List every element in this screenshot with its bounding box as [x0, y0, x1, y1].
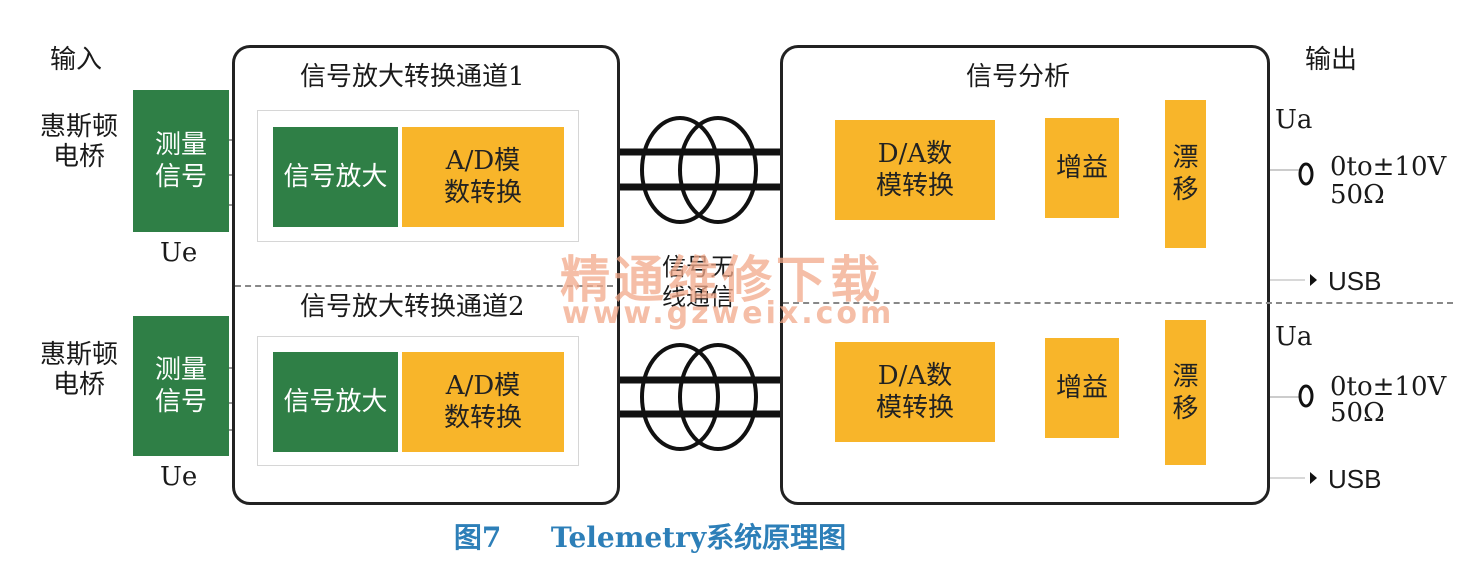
figure-title: Telemetry系统原理图 [550, 521, 847, 554]
channel-divider-left [235, 285, 613, 287]
signal-amp-box-1: 信号放大 [273, 127, 398, 227]
output-label: 输出 [1305, 45, 1358, 75]
dac-box-1: D/A数 模转换 [835, 120, 995, 220]
drift-box-1: 漂 移 [1165, 100, 1206, 248]
measure-signal-box-1: 测量 信号 [133, 90, 229, 232]
channel-2-frame [257, 336, 579, 466]
input-label: 输入 [50, 45, 103, 75]
measure-signal-box-2: 测量 信号 [133, 316, 229, 456]
channel-2-title: 信号放大转换通道2 [300, 292, 525, 322]
voltage-range-2: 0to±10V [1330, 372, 1447, 402]
figure-number: 图7 [453, 521, 502, 554]
coil-1-left [640, 116, 720, 224]
figure-caption: 图7 Telemetry系统原理图 [0, 521, 1300, 555]
coil-2-left [640, 343, 720, 451]
usb-label-2: USB [1328, 464, 1382, 494]
ua-label-2: Ua [1275, 322, 1313, 352]
bridge-label-1: 惠斯顿 电桥 [40, 112, 119, 172]
drift-box-2: 漂 移 [1165, 320, 1206, 465]
ue-label-2: Ue [160, 462, 198, 492]
wireless-label: 信号无 线通信 [662, 253, 734, 311]
channel-1-frame [257, 110, 579, 242]
usb-arrow-icon [1310, 274, 1317, 286]
coil-2-right [678, 343, 758, 451]
channel-divider-right [783, 302, 1453, 304]
analysis-title: 信号分析 [966, 62, 1071, 92]
ue-label-1: Ue [160, 238, 198, 268]
signal-amp-box-2: 信号放大 [273, 352, 398, 452]
watermark-text: 精通维修下载 [560, 251, 884, 309]
output-terminal-icon [1298, 384, 1314, 408]
adc-box-2: A/D模 数转换 [402, 352, 564, 452]
ua-label-1: Ua [1275, 105, 1313, 135]
impedance-2: 50Ω [1330, 398, 1385, 428]
adc-box-1: A/D模 数转换 [402, 127, 564, 227]
gain-box-1: 增益 [1045, 118, 1119, 218]
output-terminal-icon [1298, 162, 1314, 186]
dac-box-2: D/A数 模转换 [835, 342, 995, 442]
bridge-label-2: 惠斯顿 电桥 [40, 340, 119, 400]
gain-box-2: 增益 [1045, 338, 1119, 438]
coil-1-right [678, 116, 758, 224]
voltage-range-1: 0to±10V [1330, 152, 1447, 182]
watermark-url: www.gzweix.com [562, 296, 895, 331]
usb-arrow-icon [1310, 472, 1317, 484]
impedance-1: 50Ω [1330, 180, 1385, 210]
channel-1-title: 信号放大转换通道1 [300, 62, 525, 92]
usb-label-1: USB [1328, 266, 1382, 296]
